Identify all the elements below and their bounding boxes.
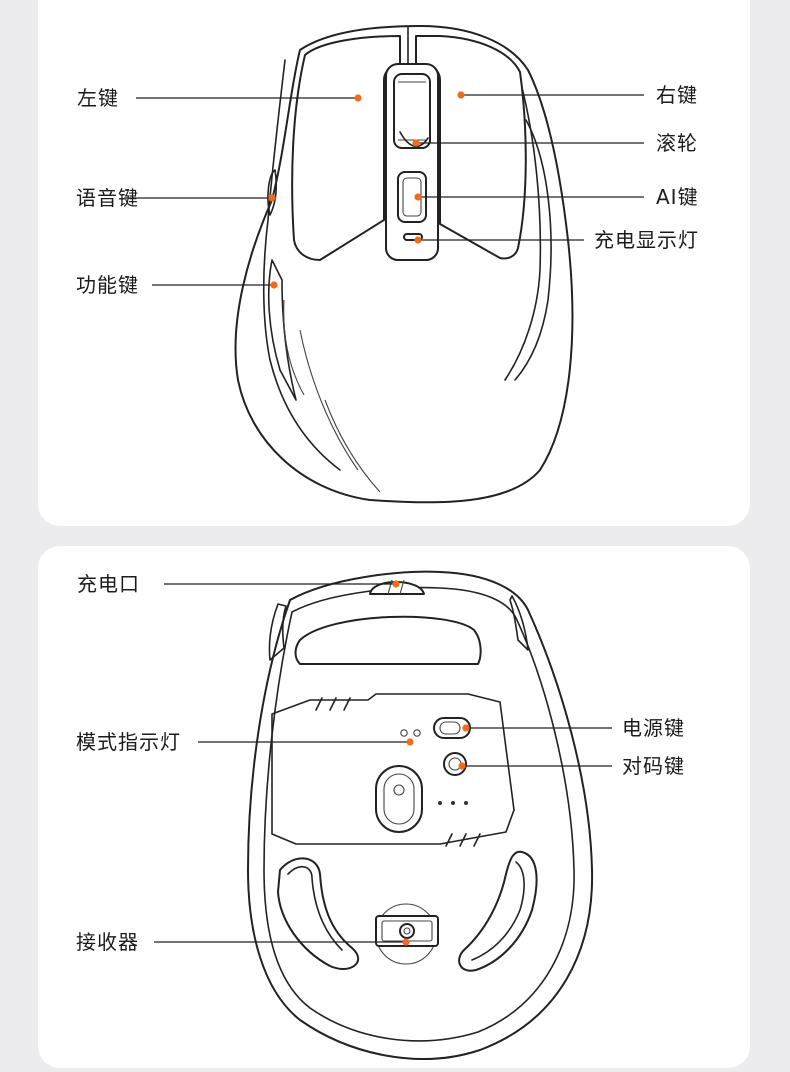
left-glide-pad — [277, 857, 359, 970]
receiver-label: 接收器 — [76, 930, 139, 954]
ai-button-marker — [414, 193, 422, 201]
left-button-shape — [291, 35, 401, 261]
right-glide-pad — [458, 850, 538, 972]
charging-port-shape — [369, 581, 425, 595]
scroll-wheel-label: 滚轮 — [656, 131, 698, 155]
mode-indicator-led-2 — [413, 729, 421, 737]
left-button-marker — [354, 94, 362, 102]
mode-indicator-marker — [406, 738, 414, 746]
scroll-wheel-marker — [412, 139, 420, 147]
pairing-button-label: 对码键 — [622, 754, 685, 778]
function-button-label: 功能键 — [76, 273, 139, 297]
voice-side-button — [267, 169, 277, 216]
charge-indicator-marker — [414, 236, 422, 244]
power-button-marker — [462, 724, 470, 732]
mouse-bottom-view — [247, 570, 594, 1060]
receiver-marker — [402, 938, 410, 946]
ai-button-label: AI键 — [656, 185, 699, 209]
optical-sensor — [375, 765, 423, 833]
pairing-button-marker — [458, 762, 466, 770]
voice-button-label: 语音键 — [76, 186, 139, 210]
right-button-label: 右键 — [656, 83, 698, 107]
mouse-top-view — [234, 25, 574, 504]
mode-indicator-label: 模式指示灯 — [76, 730, 181, 754]
voice-button-marker — [268, 194, 276, 202]
left-button-label: 左键 — [77, 86, 119, 110]
charge-indicator-label: 充电显示灯 — [594, 228, 699, 252]
pairing-button-shape — [443, 752, 467, 776]
power-button-label: 电源键 — [622, 716, 685, 740]
function-button-marker — [270, 281, 278, 289]
right-button-marker — [457, 91, 465, 99]
charging-port-label: 充电口 — [77, 572, 140, 596]
charging-port-marker — [392, 580, 400, 588]
scroll-wheel-shape — [393, 73, 431, 149]
function-side-button — [267, 259, 297, 401]
top-glide-pad — [294, 615, 482, 665]
mode-indicator-led-1 — [400, 729, 408, 737]
